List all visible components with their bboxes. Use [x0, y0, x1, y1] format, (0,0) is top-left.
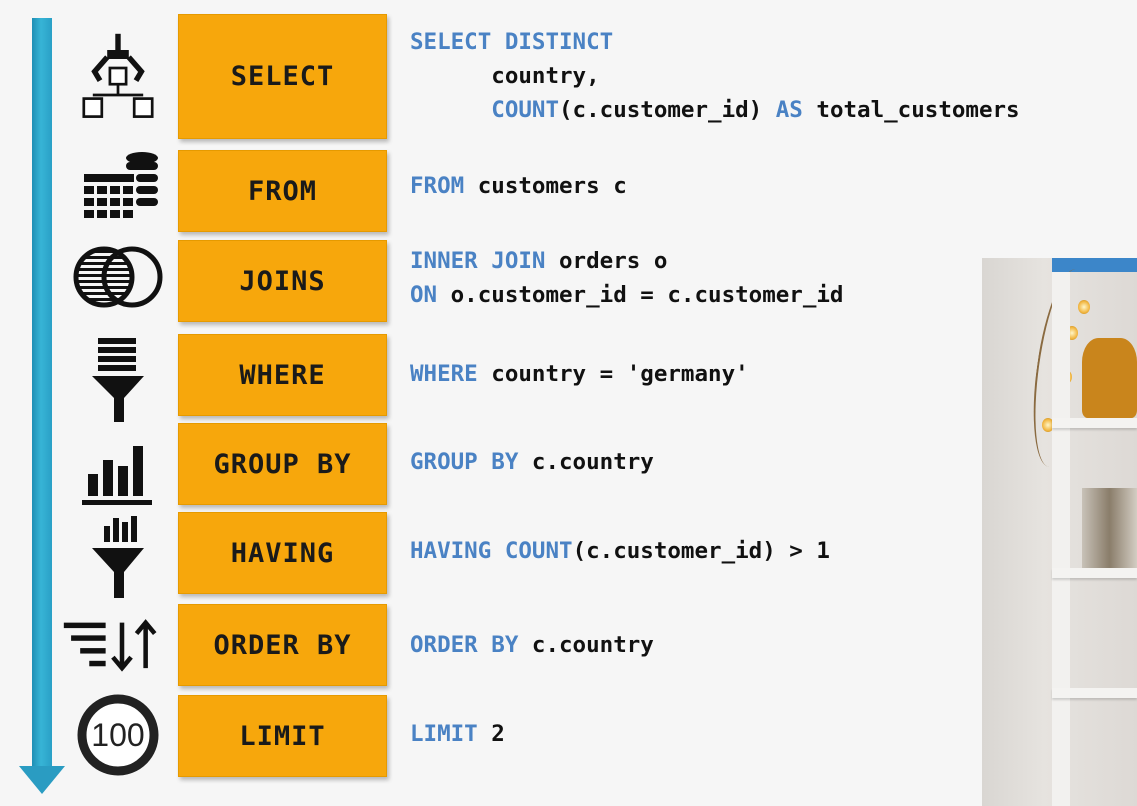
- venn-join-icon: [68, 232, 168, 322]
- code-text: (c.customer_id): [559, 97, 776, 123]
- code-keyword: ORDER BY: [410, 632, 519, 658]
- robot-arm-icon: [68, 32, 168, 122]
- code-keyword: ON: [410, 282, 438, 308]
- code-keyword: SELECT DISTINCT: [410, 29, 614, 55]
- filter-funnel-icon: [68, 336, 168, 426]
- sort-icon: [62, 604, 162, 694]
- chart-funnel-icon: [68, 512, 168, 602]
- shelf-board: [1052, 418, 1137, 428]
- code-limit: LIMIT 2: [410, 717, 505, 751]
- shelf-trim: [1052, 258, 1137, 272]
- code-text: total_customers: [802, 97, 1020, 123]
- code-text: orders o: [545, 248, 668, 274]
- code-joins: INNER JOIN orders o ON o.customer_id = c…: [410, 244, 843, 312]
- code-text: country = 'germany': [477, 361, 749, 387]
- code-order-by: ORDER BY c.country: [410, 628, 654, 662]
- code-select: SELECT DISTINCT country, COUNT(c.custome…: [410, 25, 1020, 127]
- step-order-by: ORDER BY: [178, 604, 387, 686]
- step-limit: LIMIT: [178, 695, 387, 777]
- code-keyword: HAVING COUNT: [410, 538, 573, 564]
- step-where: WHERE: [178, 334, 387, 416]
- step-joins: JOINS: [178, 240, 387, 322]
- string-light: [1042, 418, 1054, 432]
- code-text: 2: [477, 721, 505, 747]
- step-select: SELECT: [178, 14, 387, 139]
- shelf-board: [1052, 688, 1137, 698]
- code-keyword: AS: [775, 97, 803, 123]
- step-having: HAVING: [178, 512, 387, 594]
- bar-chart-icon: [68, 430, 168, 520]
- step-group-by: GROUP BY: [178, 423, 387, 505]
- flow-arrow-shaft: [32, 18, 52, 770]
- code-from: FROM customers c: [410, 169, 627, 203]
- code-keyword: INNER JOIN: [410, 248, 546, 274]
- shelf-side: [1052, 272, 1070, 806]
- code-text: (c.customer_id) > 1: [572, 538, 830, 564]
- background-photo: [982, 258, 1137, 806]
- code-text: o.customer_id = c.customer_id: [437, 282, 844, 308]
- step-from: FROM: [178, 150, 387, 232]
- shelf-board: [1052, 568, 1137, 578]
- code-keyword: WHERE: [410, 361, 478, 387]
- code-keyword: COUNT: [491, 97, 560, 123]
- shelf-basket: [1082, 338, 1137, 418]
- code-having: HAVING COUNT(c.customer_id) > 1: [410, 534, 830, 568]
- string-light: [1078, 300, 1090, 314]
- code-where: WHERE country = 'germany': [410, 357, 749, 391]
- database-table-icon: [68, 146, 168, 236]
- code-text: c.country: [518, 449, 654, 475]
- code-text: country,: [491, 63, 600, 89]
- limit-100-icon: 100: [68, 690, 168, 780]
- code-text: customers c: [464, 173, 627, 199]
- code-text: c.country: [518, 632, 654, 658]
- shelf-bottles: [1082, 488, 1137, 568]
- flow-arrow-head-icon: [19, 766, 65, 794]
- code-keyword: LIMIT: [410, 721, 478, 747]
- svg-text:100: 100: [91, 717, 144, 753]
- code-group-by: GROUP BY c.country: [410, 445, 654, 479]
- code-keyword: GROUP BY: [410, 449, 519, 475]
- code-keyword: FROM: [410, 173, 465, 199]
